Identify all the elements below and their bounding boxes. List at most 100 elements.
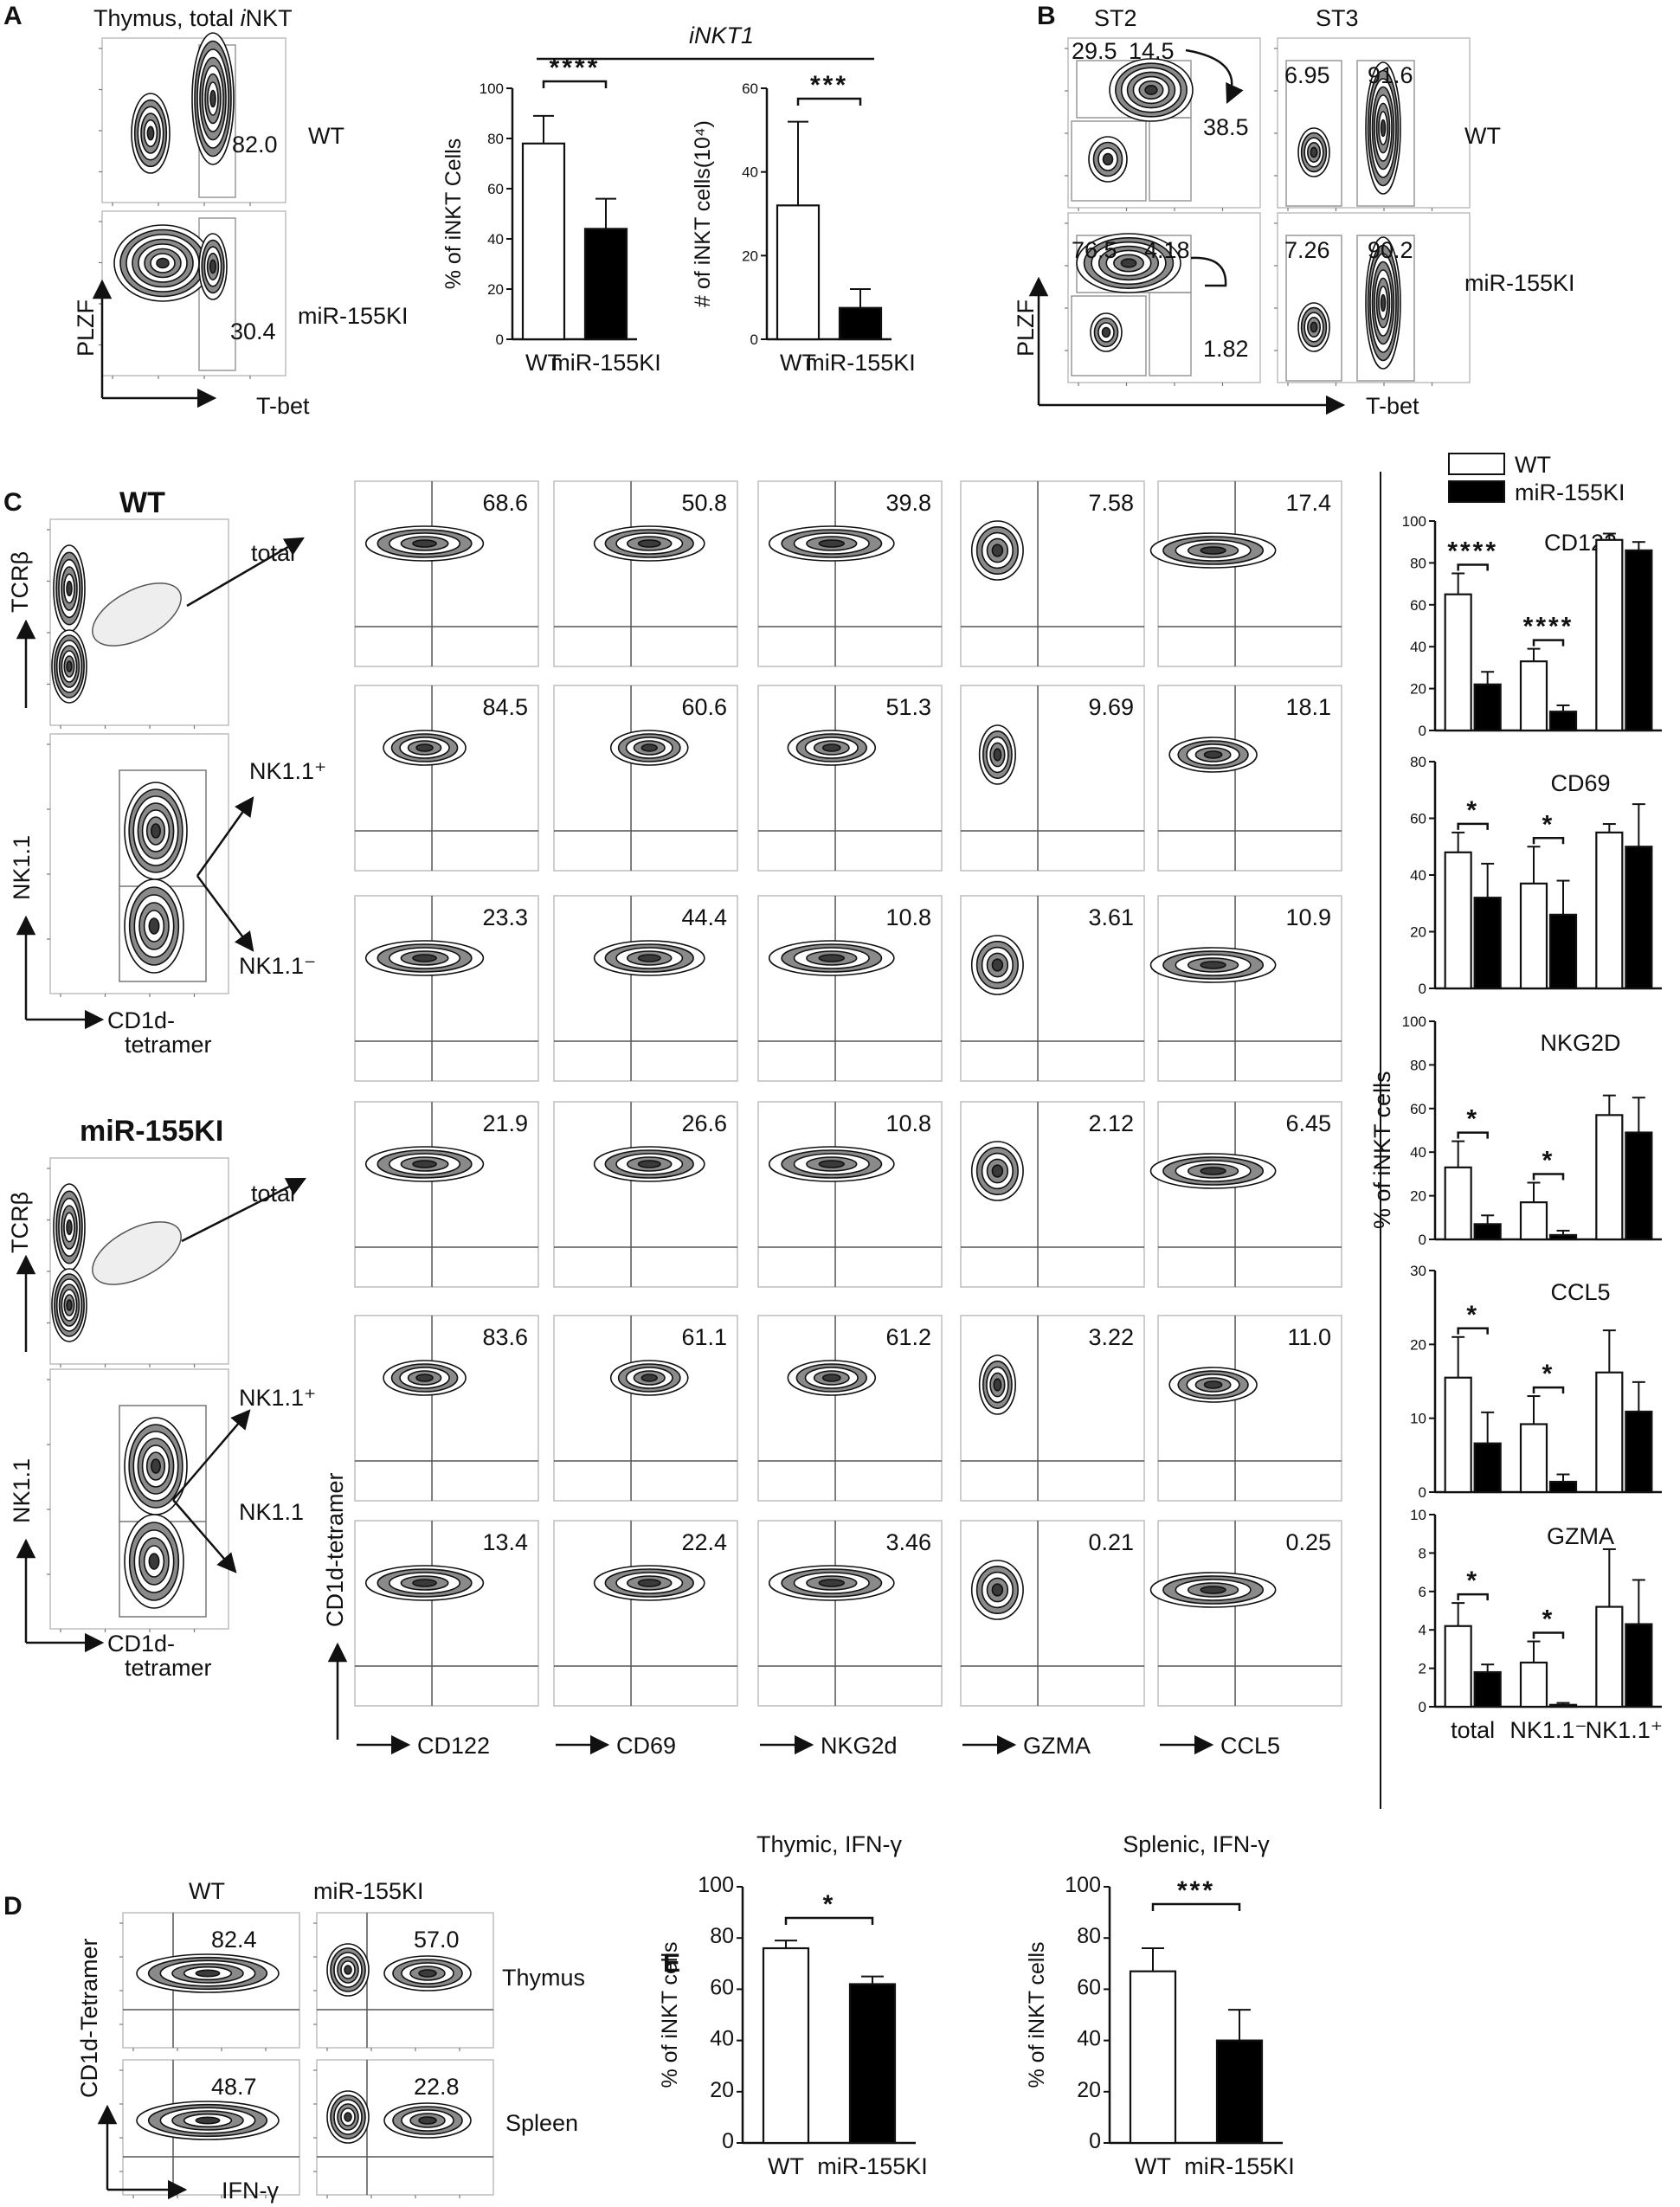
A-count-sigstars: *** xyxy=(810,71,848,100)
C-CD69-yticklabel-4: 80 xyxy=(1410,754,1426,770)
facs-d-1-1-blob-r-ring-4 xyxy=(418,2116,437,2125)
A-pct-xtick-0: WT xyxy=(525,350,562,376)
E-splenic-bar-0 xyxy=(1129,1970,1177,2145)
panel-a: A Thymus, total iNKT 82.0 30.4 WT miR-15… xyxy=(3,2,916,419)
gate-arrow-c-ki-nkpos xyxy=(172,1409,251,1501)
C-NKG2D-yticklabel-2: 40 xyxy=(1410,1144,1426,1161)
facs-c-r3-c3-blob-ring-4 xyxy=(991,1164,1004,1178)
facs-c-r5-c3-blob-ring-4 xyxy=(991,1583,1004,1597)
facs-a-wt-blob-pos-ring-7 xyxy=(209,89,216,108)
C-CCL5-bar-0-2 xyxy=(1595,1371,1624,1494)
facs-b-wt-st3-blob-r-ring-7 xyxy=(1380,119,1387,138)
facs-plot-a-wt xyxy=(99,32,286,206)
panel-label-b: B xyxy=(1037,2,1056,30)
C-GZMA-yticklabel-1: 2 xyxy=(1419,1661,1426,1677)
facs-c-r5-c2-frame xyxy=(757,1520,943,1707)
facs-b-wt-st2-gate-bl xyxy=(1071,120,1147,202)
axis-label-c-grid-x-0: CD122 xyxy=(417,1733,490,1759)
facs-c-r5-c1-frame xyxy=(553,1520,738,1707)
row-label-d-thymus: Thymus xyxy=(502,1965,585,1991)
gate-arrow-c-ki-total xyxy=(181,1177,307,1243)
facs-c-r1-c2-value: 51.3 xyxy=(885,694,931,720)
axis-label-c-wt-tcrb: TCRβ xyxy=(7,551,33,613)
facs-c-r1-c3: 9.69 xyxy=(960,685,1145,872)
axis-label-c-grid-x-2: NKG2d xyxy=(821,1733,898,1759)
facs-c-r1-c1-frame xyxy=(553,685,738,872)
A-pct-yticklabel-2: 40 xyxy=(487,231,504,248)
facs-c-r3-c3-value: 2.12 xyxy=(1088,1110,1134,1136)
facs-c-r0-c4-frame xyxy=(1157,480,1342,667)
C-GZMA-sigbracket-0 xyxy=(1457,1593,1489,1601)
facs-b-wt-st3-blob-l-ring-4 xyxy=(1310,146,1318,158)
facs-c-r2-c4-blob-ring-4 xyxy=(1200,961,1226,969)
facs-plot-b-wt-st3 xyxy=(1274,37,1471,211)
C-GZMA-bar-1-1 xyxy=(1548,1703,1578,1708)
facs-c-r4-c3-blob-ring-4 xyxy=(993,1378,1002,1392)
gate-value-a-ki: 30.4 xyxy=(230,319,276,344)
C-GZMA-yticklabel-3: 6 xyxy=(1419,1584,1426,1600)
C-NKG2D-bar-0-1 xyxy=(1519,1201,1548,1241)
gate-b-wt-st2-1: 29.5 xyxy=(1072,38,1117,64)
axis-label-c-grid-x-3: GZMA xyxy=(1023,1733,1091,1759)
panel-c-wt-title: WT xyxy=(119,486,165,519)
gate-label-c-ki-nkpos: NK1.1⁺ xyxy=(239,1385,316,1411)
E-splenic-bar-1 xyxy=(1215,2039,1264,2145)
facs-b-ki-st3-blob-r-ring-7 xyxy=(1380,293,1387,312)
axis-label-c-ki-cd1d-2: tetramer xyxy=(125,1655,212,1681)
E-thymic-yticklabel-4: 80 xyxy=(710,1924,734,1948)
facs-c-r3-c0-value: 21.9 xyxy=(482,1110,528,1136)
E-thymic-yticklabel-0: 0 xyxy=(722,2129,734,2153)
facs-plot-b-ki-st2 xyxy=(1065,212,1261,386)
C-CD122-bar-0-1 xyxy=(1519,660,1548,732)
facs-c-r1-c1: 60.6 xyxy=(553,685,738,872)
panel-c: C WT miR-155KI total NK1.1⁺ NK1.1⁻ total… xyxy=(3,452,1663,1809)
A-pct-yticklabel-0: 0 xyxy=(496,331,504,348)
E-thymic-xtick-1: miR-155KI xyxy=(817,2153,928,2179)
facs-a-wt-blob-neg-ring-5 xyxy=(146,125,155,141)
facs-c-r2-c1-value: 44.4 xyxy=(681,904,727,930)
E-splenic-xtick-0: WT xyxy=(1135,2153,1171,2179)
C-GZMA-bar-0-2 xyxy=(1595,1605,1624,1708)
facs-c-r5-c3: 0.21 xyxy=(960,1520,1145,1707)
gate-b-ki-st2-1: 76.5 xyxy=(1072,237,1117,263)
facs-c-r2-c2-blob-ring-4 xyxy=(818,954,846,962)
C-CD122-sigstars-1: **** xyxy=(1523,613,1574,641)
C-CD69-bar-1-0 xyxy=(1473,897,1502,990)
gate-d-ki-thymus: 57.0 xyxy=(414,1927,460,1953)
E-splenic-yticklabel-0: 0 xyxy=(1089,2129,1101,2153)
C-GZMA-bar-1-2 xyxy=(1625,1623,1653,1708)
facs-c-r0-c0-frame xyxy=(354,480,539,667)
facs-c-r1-c4-value: 18.1 xyxy=(1285,694,1331,720)
facs-c-r2-c1-frame xyxy=(553,895,738,1082)
gate-c-wt-1-blob-top-ring-5 xyxy=(66,580,73,597)
axis-label-c-ki-nk11: NK1.1 xyxy=(9,1458,35,1523)
facs-c-r3-c2: 10.8 xyxy=(757,1101,943,1288)
C-CD69-sigstars-0: * xyxy=(1466,796,1479,825)
gate-b-ki-st3-1: 7.26 xyxy=(1284,237,1330,263)
E-thymic-sigstars: * xyxy=(823,1890,836,1919)
facs-c-r5-c2: 3.46 xyxy=(757,1520,943,1707)
facs-c-r0-c2-frame xyxy=(757,480,943,667)
facs-c-r2-c2-frame xyxy=(757,895,943,1082)
facs-c-r4-c0-frame xyxy=(354,1315,539,1502)
facs-a-ki-blob-neg-ring-7 xyxy=(156,257,170,269)
gate-value-a-wt: 82.0 xyxy=(232,132,278,158)
facs-c-r3-c0: 21.9 xyxy=(354,1101,539,1288)
facs-c-r4-c2-value: 61.2 xyxy=(885,1324,931,1350)
C-CD122-bar-1-1 xyxy=(1548,711,1578,732)
C-CD122-yticklabel-2: 40 xyxy=(1410,639,1426,655)
C-NKG2D-bar-1-0 xyxy=(1473,1223,1502,1241)
facs-c-r3-c2-blob-ring-4 xyxy=(818,1160,846,1168)
C-CCL5-bar-1-2 xyxy=(1625,1410,1653,1494)
C-GZMA-xtick-1: NK1.1⁻ xyxy=(1509,1717,1587,1743)
C-GZMA-bar-0-0 xyxy=(1444,1625,1472,1708)
facs-c-r5-c2-value: 3.46 xyxy=(885,1529,931,1555)
C-GZMA-sigbracket-1 xyxy=(1532,1631,1565,1639)
facs-c-r3-c2-value: 10.8 xyxy=(885,1110,931,1136)
facs-plot-d-ki-spleen xyxy=(313,2059,494,2198)
C-CD122-bar-1-2 xyxy=(1625,549,1653,732)
facs-c-r5-c1-value: 22.4 xyxy=(681,1529,727,1555)
